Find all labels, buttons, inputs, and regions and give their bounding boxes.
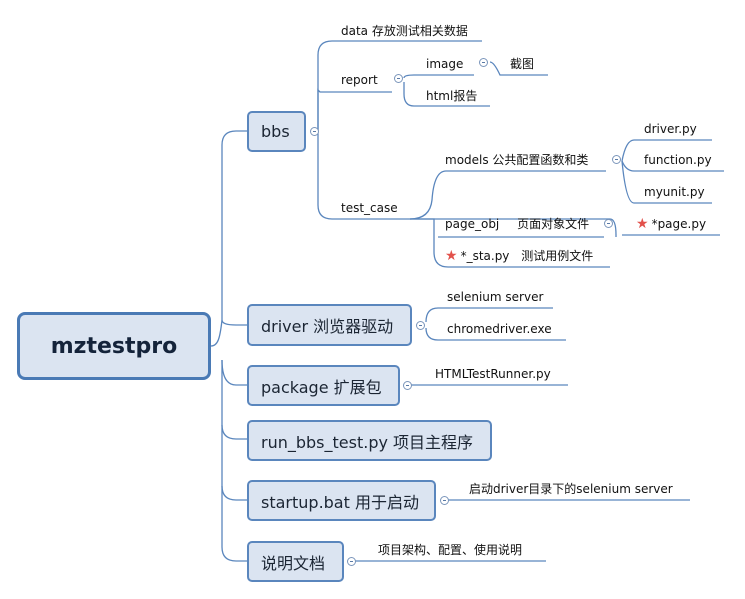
collapse-toggle-icon[interactable] [403,381,412,390]
branch-bbs[interactable]: bbs [247,111,306,152]
branch-run[interactable]: run_bbs_test.py 项目主程序 [247,420,492,461]
topic-htmltestrunner[interactable]: HTMLTestRunner.py [435,367,551,381]
page-py-label: *page.py [651,217,707,231]
collapse-toggle-icon[interactable] [604,219,613,228]
topic-html-report[interactable]: html报告 [426,89,478,103]
page-obj-label: page_obj [445,217,500,231]
branch-package[interactable]: package 扩展包 [247,365,400,406]
topic-sta-py[interactable]: ★*_sta.py 测试用例文件 [445,248,593,264]
topic-page-obj[interactable]: page_obj 页面对象文件 [445,216,589,232]
branch-docs[interactable]: 说明文档 [247,541,344,582]
topic-chromedriver[interactable]: chromedriver.exe [447,322,552,336]
sta-py-label: *_sta.py [460,249,510,263]
topic-image[interactable]: image [426,57,464,71]
topic-docs-desc[interactable]: 项目架构、配置、使用说明 [378,543,523,557]
topic-models[interactable]: models 公共配置函数和类 [445,153,589,167]
topic-data[interactable]: data 存放测试相关数据 [341,24,468,38]
collapse-toggle-icon[interactable] [479,58,488,67]
collapse-toggle-icon[interactable] [416,321,425,330]
topic-driver-py[interactable]: driver.py [644,122,697,136]
star-icon: ★ [445,248,458,264]
topic-myunit-py[interactable]: myunit.py [644,185,705,199]
root-node[interactable]: mztestpro [17,312,211,380]
collapse-toggle-icon[interactable] [394,74,403,83]
star-icon: ★ [636,216,649,232]
collapse-toggle-icon[interactable] [347,557,356,566]
collapse-toggle-icon[interactable] [440,496,449,505]
topic-selenium-server[interactable]: selenium server [447,290,544,304]
topic-function-py[interactable]: function.py [644,153,712,167]
topic-report[interactable]: report [341,73,378,87]
topic-page-py[interactable]: ★*page.py [636,216,706,232]
topic-startup-desc[interactable]: 启动driver目录下的selenium server [469,482,673,496]
collapse-toggle-icon[interactable] [310,127,319,136]
topic-screenshot[interactable]: 截图 [510,57,535,71]
collapse-toggle-icon[interactable] [612,155,621,164]
branch-startup[interactable]: startup.bat 用于启动 [247,480,436,521]
sta-desc: 测试用例文件 [521,249,594,263]
branch-driver[interactable]: driver 浏览器驱动 [247,304,412,346]
topic-test-case[interactable]: test_case [341,201,398,215]
page-obj-desc: 页面对象文件 [517,217,590,231]
